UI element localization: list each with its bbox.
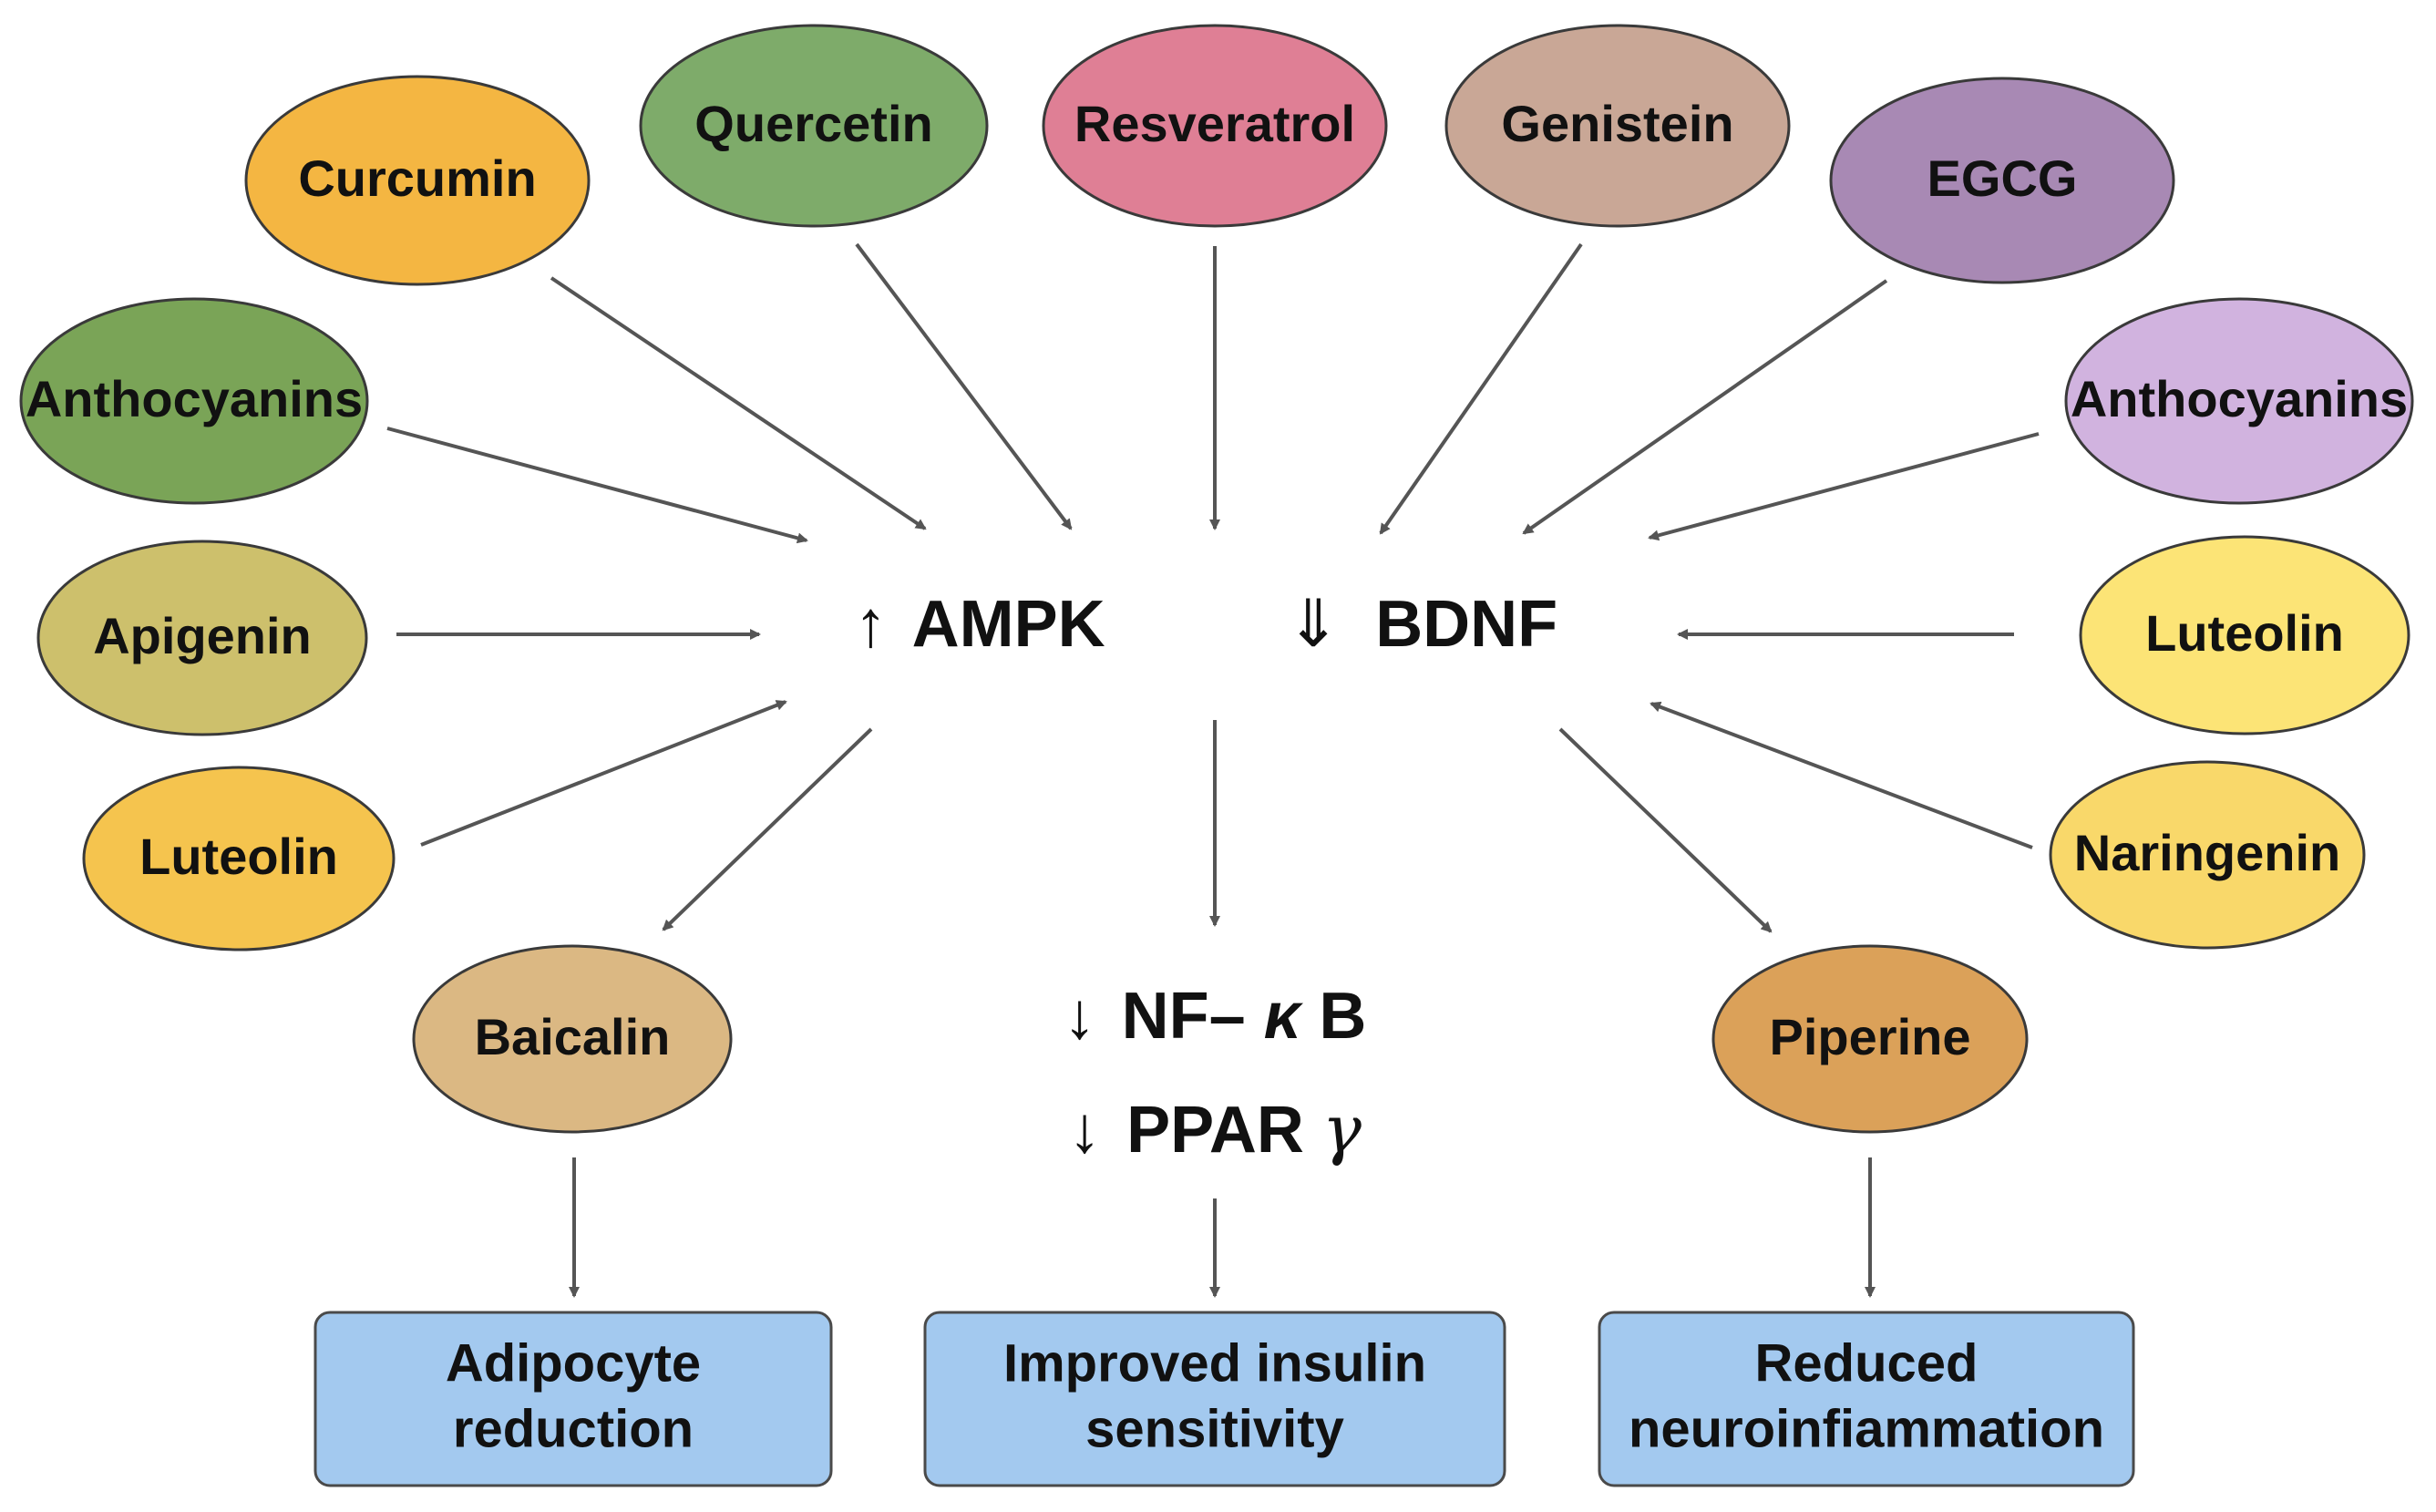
piperine-ellipse [1711,944,2029,1134]
apigenin-ellipse [36,540,368,736]
ampk-up-arrow: ↑ [854,588,887,661]
target-ppar: ↓ PPAR γ [1068,1091,1362,1167]
arrow-naringenin-to-bdnf [1650,701,2033,849]
egcg-ellipse [1829,77,2175,284]
luteolin-right-label: Luteolin [2145,604,2344,662]
neuro-line1: Reduced [1755,1333,1979,1393]
arrow-ampk-to-baicalin [662,727,873,931]
ppar-greek: γ [1322,1091,1362,1167]
compound-apigenin: Apigenin [36,540,368,736]
luteolin-left-label: Luteolin [139,828,338,885]
anthocyanins-right-label: Anthocyanins [2071,370,2408,427]
bdnf-text: BDNF [1375,588,1557,661]
compound-anthocyanins-right: Anthocyanins [2064,297,2414,505]
baicalin-label: Baicalin [475,1008,671,1065]
outcome-neuro: Reduced neuroinfiammation [1598,1311,2135,1487]
target-bdnf: ⇓ BDNF [1286,588,1557,661]
compound-baicalin: Baicalin [412,944,733,1134]
insulin-line2: sensitivity [1085,1399,1344,1458]
curcumin-ellipse [244,75,591,286]
nfkb-greek: κ [1264,980,1304,1053]
arrows [386,242,2040,1298]
resveratrol-ellipse [1042,24,1388,228]
arrow-egcg-to-bdnf [1522,279,1888,535]
nfkb-suffix: B [1319,980,1366,1053]
ppar-down-arrow: ↓ [1068,1094,1101,1167]
egcg-label: EGCG [1927,149,2078,207]
ppar-label: ↓ PPAR γ [1068,1091,1362,1167]
compound-naringenin: Naringenin [2049,760,2366,950]
ampk-text: AMPK [912,588,1105,661]
insulin-line1: Improved insulin [1003,1333,1426,1393]
arrow-curcumin-to-ampk [550,276,927,530]
nfkb-label: ↓ NF– κ B [1064,980,1367,1053]
adipocyte-line1: Adipocyte [446,1333,701,1393]
compound-curcumin: Curcumin [244,75,591,286]
compound-piperine: Piperine [1711,944,2029,1134]
naringenin-ellipse [2049,760,2366,950]
quercetin-ellipse [639,24,989,228]
luteolin-left-ellipse [82,766,396,951]
outcome-insulin: Improved insulin sensitivity [923,1311,1506,1487]
arrow-quercetin-to-ampk [855,242,1073,530]
genistein-label: Genistein [1501,95,1733,152]
target-nfkb: ↓ NF– κ B [1064,980,1367,1053]
bdnf-label: ⇓ BDNF [1286,588,1557,661]
nfkb-down-arrow: ↓ [1064,980,1096,1053]
ppar-text: PPAR [1126,1094,1304,1167]
luteolin-right-ellipse [2079,535,2410,735]
apigenin-label: Apigenin [93,607,312,664]
compound-luteolin-left: Luteolin [82,766,396,951]
compound-resveratrol: Resveratrol [1042,24,1388,228]
adipocyte-line2: reduction [453,1399,694,1458]
ampk-label: ↑ AMPK [854,588,1105,661]
curcumin-label: Curcumin [298,149,536,207]
compound-genistein: Genistein [1444,24,1791,228]
arrow-anthocyanins-left-to-ampk [386,427,808,544]
compound-egcg: EGCG [1829,77,2175,284]
quercetin-label: Quercetin [694,95,932,152]
neuro-box [1598,1311,2135,1487]
arrow-bdnf-to-piperine [1558,727,1773,933]
compound-anthocyanins-left: Anthocyanins [19,297,369,505]
piperine-label: Piperine [1770,1008,1971,1065]
adipocyte-box [313,1311,833,1487]
compound-luteolin-right: Luteolin [2079,535,2410,735]
nfkb-text: NF– [1122,980,1246,1053]
arrow-luteolin-left-to-ampk [420,700,787,847]
anthocyanins-left-label: Anthocyanins [26,370,363,427]
insulin-box [923,1311,1506,1487]
anthocyanins-left-ellipse [19,297,369,505]
target-ampk: ↑ AMPK [854,588,1105,661]
neuro-line2: neuroinfiammation [1629,1399,2104,1458]
naringenin-label: Naringenin [2074,824,2340,881]
outcome-adipocyte: Adipocyte reduction [313,1311,833,1487]
arrow-genistein-to-bdnf [1379,242,1583,535]
anthocyanins-right-ellipse [2064,297,2414,505]
genistein-ellipse [1444,24,1791,228]
resveratrol-label: Resveratrol [1074,95,1355,152]
bdnf-down-arrow: ⇓ [1286,588,1341,661]
arrow-anthocyanins-right-to-bdnf [1648,432,2040,541]
baicalin-ellipse [412,944,733,1134]
compound-quercetin: Quercetin [639,24,989,228]
